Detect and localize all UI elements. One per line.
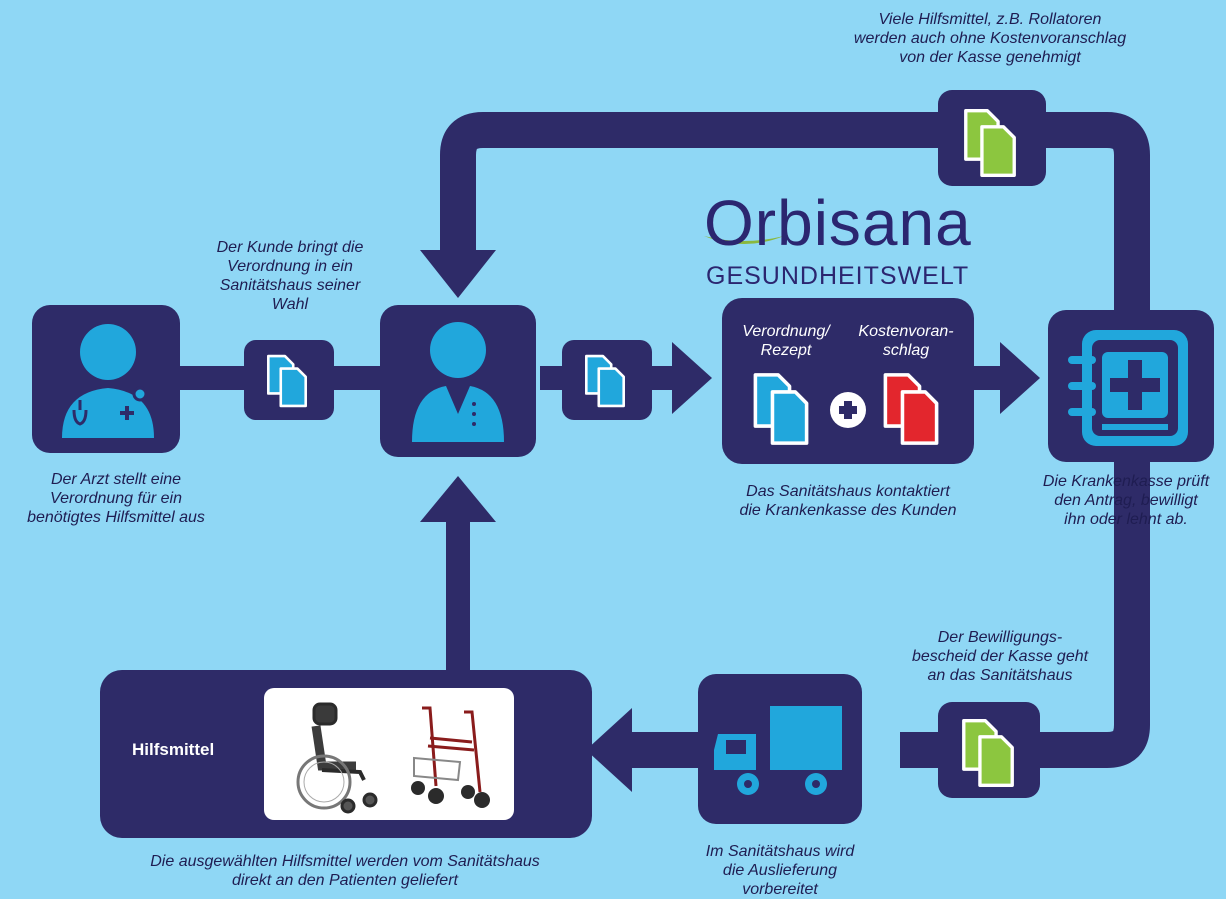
- logo-swoosh: [704, 236, 784, 244]
- top-loop-arrowhead: [420, 250, 496, 298]
- doctor-icon: [62, 324, 154, 438]
- aids-photo: [264, 688, 514, 820]
- health-insurance-icon: [1068, 330, 1188, 446]
- top-loop-arrow: [440, 112, 1150, 320]
- delivery-arrowhead: [586, 708, 632, 792]
- customer-shop-arrowhead: [672, 342, 712, 414]
- estimate-label: Kostenvoran-schlag: [858, 323, 954, 359]
- logo-wordmark: Orbisana: [704, 187, 972, 259]
- customer-icon: [412, 322, 504, 442]
- plus-icon: [830, 392, 866, 428]
- up-arrowhead: [420, 476, 496, 522]
- logo-subtitle: GESUNDHEITSWELT: [706, 262, 970, 290]
- shop-insurer-arrowhead: [1000, 342, 1040, 414]
- note-delivered: Die ausgewählten Hilfsmittel werden vom …: [150, 853, 540, 889]
- delivery-truck-icon: [714, 706, 842, 795]
- wheelchair-image: [296, 702, 378, 814]
- bottom-right-loop-line: [900, 460, 1150, 768]
- note-approval: Der Bewilligungs-bescheid der Kasse geht…: [911, 629, 1089, 684]
- aids-label: Hilfsmittel: [132, 740, 215, 759]
- up-arrow-line: [446, 500, 470, 685]
- prescription-label: Verordnung/Rezept: [742, 323, 830, 359]
- rollator-image: [411, 706, 490, 808]
